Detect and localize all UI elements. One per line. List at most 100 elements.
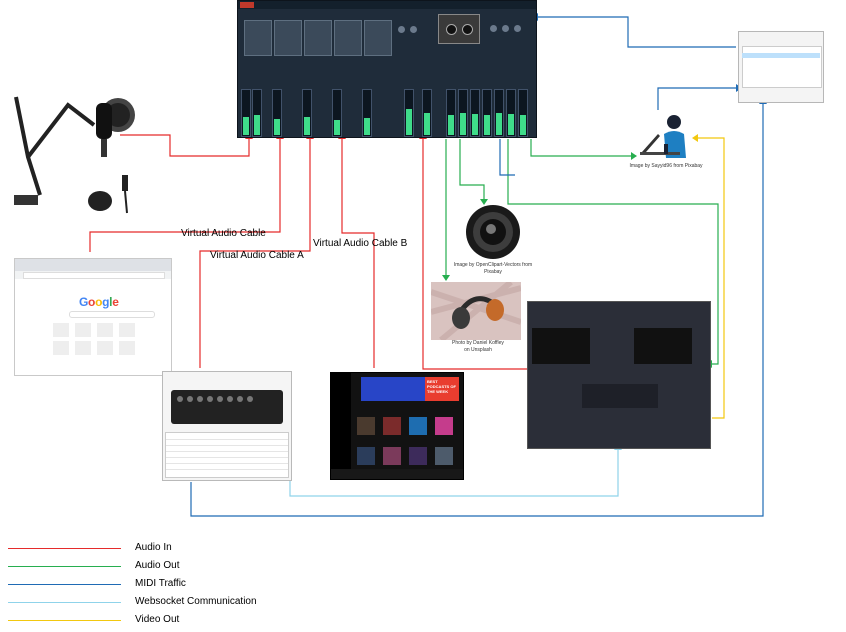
mixer-fader — [332, 89, 342, 137]
legend-line-audio-in — [8, 548, 121, 549]
album-cover — [357, 417, 375, 435]
knob-icon — [490, 25, 497, 32]
mixer-fader — [272, 89, 282, 137]
mixer-fader — [302, 89, 312, 137]
browser-page — [15, 279, 171, 375]
shortcut-tile — [119, 341, 135, 355]
audio-mixer-screenshot — [237, 0, 537, 138]
headphones-photo — [430, 279, 522, 343]
knob-icon — [514, 25, 521, 32]
wire-midi-editor-loopmidi — [190, 104, 764, 517]
album-cover — [409, 417, 427, 435]
knob-icon — [398, 26, 405, 33]
midi-editor-screenshot — [162, 371, 292, 481]
shortcut-tile — [75, 341, 91, 355]
person-credit: Image by Sayyid96 from Pixabay — [629, 163, 703, 169]
shortcut-tile — [97, 341, 113, 355]
browser-tab-bar — [15, 259, 171, 271]
legend-label-video-out: Video Out — [135, 614, 180, 625]
label-virtual-audio-cable: Virtual Audio Cable — [181, 228, 266, 239]
obs-audio-mixer — [582, 384, 658, 408]
wire-midi-obs-mixer — [499, 139, 515, 176]
legend-label-midi: MIDI Traffic — [135, 578, 186, 589]
album-cover — [357, 447, 375, 465]
album-cover — [435, 447, 453, 465]
mixer-fader — [506, 89, 516, 137]
google-logo-icon: Google — [79, 295, 119, 309]
album-cover — [383, 447, 401, 465]
knob-icon — [410, 26, 417, 33]
headphones-credit: Photo by Daniel Koffley on Unsplash — [452, 340, 504, 353]
legend-line-video-out — [8, 620, 121, 621]
wire-midi-loopmidi-mixer — [538, 16, 736, 48]
legend-label-audio-in: Audio In — [135, 542, 172, 553]
spotify-banner-art: BEST PODCASTS OF THE WEEK — [425, 377, 459, 401]
mixer-fader — [422, 89, 432, 137]
mixer-fader — [252, 89, 262, 137]
wire-mic-audio-in — [120, 134, 250, 157]
wire-chrome-audio-in — [89, 139, 281, 252]
mixer-fader — [494, 89, 504, 137]
mixer-fader — [362, 89, 372, 137]
obs-studio-screenshot — [527, 301, 711, 449]
album-cover — [409, 447, 427, 465]
mixer-logo — [240, 2, 254, 8]
legend-line-audio-out — [8, 566, 121, 567]
shortcut-tile — [53, 341, 69, 355]
label-virtual-audio-cable-a: Virtual Audio Cable A — [210, 250, 304, 261]
shortcut-tile — [97, 323, 113, 337]
knob-icon — [502, 25, 509, 32]
midi-controller-icon — [171, 390, 283, 424]
mixer-input-strip — [244, 20, 272, 56]
wire-video-out — [698, 137, 725, 419]
spotify-sidebar — [331, 373, 351, 479]
obs-preview — [532, 328, 590, 364]
album-cover — [383, 417, 401, 435]
headphones-icon — [430, 279, 522, 343]
shortcut-tile — [119, 323, 135, 337]
obs-program — [634, 328, 692, 364]
mixer-fader — [241, 89, 251, 137]
speaker-credit: Image by OpenClipart-Vectors from Pixaba… — [453, 262, 533, 275]
mixer-fader — [518, 89, 528, 137]
wire-midi-person-loopmidi — [657, 87, 737, 110]
mixer-title-bar — [238, 1, 536, 9]
person-at-laptop-icon — [640, 115, 686, 158]
wire-obs-audio-in — [422, 139, 527, 370]
mixer-fader — [482, 89, 492, 137]
label-virtual-audio-cable-b: Virtual Audio Cable B — [313, 238, 408, 249]
wire-websocket — [289, 450, 619, 497]
cassette-recorder-icon — [438, 14, 480, 44]
spotify-player-bar — [331, 469, 463, 479]
mixer-fader — [470, 89, 480, 137]
mixer-input-strip — [334, 20, 362, 56]
chrome-browser-screenshot: Google — [14, 258, 172, 376]
wire-vac-b-audio-in — [341, 139, 375, 368]
mixer-input-strip — [304, 20, 332, 56]
mixer-fader — [458, 89, 468, 137]
legend-label-audio-out: Audio Out — [135, 560, 180, 571]
loopmidi-screenshot — [738, 31, 824, 103]
legend-line-midi — [8, 584, 121, 585]
wire-out-obs — [507, 139, 719, 365]
microphone-icon — [14, 96, 135, 214]
spotify-screenshot: BEST PODCASTS OF THE WEEK — [330, 372, 464, 480]
wire-vac-a-audio-in — [199, 139, 311, 368]
legend-label-websocket: Websocket Communication — [135, 596, 257, 607]
mixer-input-strip — [274, 20, 302, 56]
loopmidi-selected-port — [742, 53, 820, 58]
browser-address-bar — [23, 272, 165, 279]
mixer-fader — [404, 89, 414, 137]
legend-line-websocket — [8, 602, 121, 603]
wire-out-person — [530, 139, 632, 157]
shortcut-tile — [75, 323, 91, 337]
shortcut-tile — [53, 323, 69, 337]
album-cover — [435, 417, 453, 435]
speaker-icon — [466, 205, 520, 259]
wire-out-speaker — [459, 139, 485, 200]
midi-mapping-table — [165, 432, 289, 478]
mixer-fader — [446, 89, 456, 137]
google-search-box — [69, 311, 155, 318]
mixer-input-strip — [364, 20, 392, 56]
